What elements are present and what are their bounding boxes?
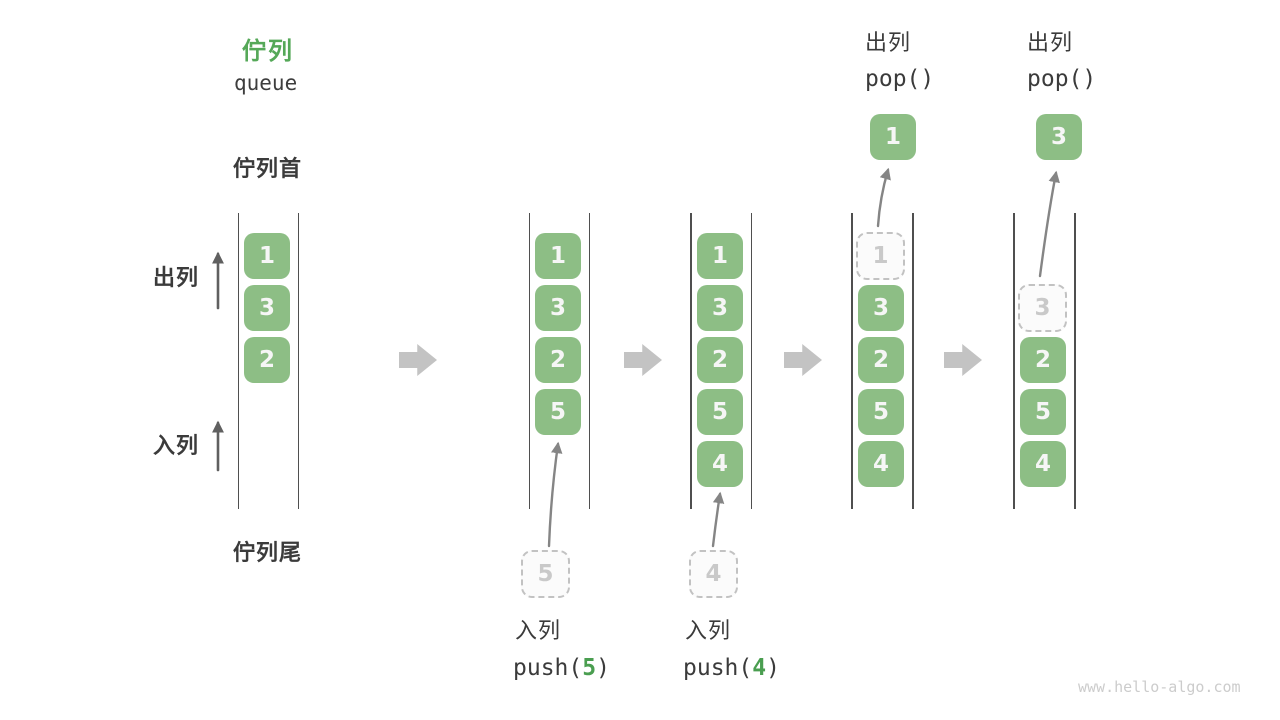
step-arrow-icon — [624, 344, 662, 376]
channel-wall — [690, 213, 692, 509]
step-arrow-icon — [944, 344, 982, 376]
code-close: ) — [596, 655, 610, 681]
push4-arrow-icon — [711, 491, 725, 548]
queue-cell: 2 — [1020, 337, 1066, 383]
channel-wall — [237, 213, 239, 509]
queue-cell: 5 — [697, 389, 743, 435]
enqueue-op-label: 入列 — [685, 618, 732, 643]
popped-cell: 1 — [870, 114, 916, 160]
channel-wall — [750, 213, 752, 509]
popped-cell: 3 — [1036, 114, 1082, 160]
code-arg: 5 — [582, 655, 597, 681]
pop3-arrow-icon — [1038, 170, 1060, 278]
queue-cell: 3 — [244, 285, 290, 331]
queue-rear-label: 佇列尾 — [233, 540, 303, 565]
step-arrow-icon — [399, 344, 437, 376]
queue-cell: 5 — [535, 389, 581, 435]
queue-cell: 1 — [244, 233, 290, 279]
code-arg: 4 — [752, 655, 767, 681]
push5-arrow-icon — [547, 441, 563, 548]
queue-cell: 4 — [1020, 441, 1066, 487]
dequeue-op-code: pop() — [1027, 66, 1097, 92]
queue-cell: 3 — [697, 285, 743, 331]
pop1-arrow-icon — [876, 167, 891, 228]
page-title: 佇列 — [242, 38, 294, 65]
queue-cell: 1 — [535, 233, 581, 279]
watermark: www.hello-algo.com — [1078, 678, 1241, 696]
queue-cell: 1 — [697, 233, 743, 279]
queue-cell: 4 — [697, 441, 743, 487]
channel-wall — [1013, 213, 1015, 509]
channel-wall — [1074, 213, 1076, 509]
dequeue-op-code: pop() — [865, 66, 935, 92]
queue-cell-ghost: 1 — [856, 232, 905, 280]
incoming-cell-ghost: 5 — [521, 550, 570, 598]
enqueue-op-code: push(5) — [513, 655, 610, 681]
queue-cell: 2 — [697, 337, 743, 383]
dequeue-side-label: 出列 — [153, 265, 200, 290]
queue-cell-ghost: 3 — [1018, 284, 1067, 332]
dequeue-op-label: 出列 — [865, 30, 912, 55]
channel-wall — [912, 213, 914, 509]
page-subtitle: queue — [234, 71, 298, 95]
code-fn: push( — [683, 655, 753, 681]
enqueue-side-label: 入列 — [153, 433, 200, 458]
code-close: ) — [766, 655, 780, 681]
queue-cell: 2 — [535, 337, 581, 383]
enqueue-op-code: push(4) — [683, 655, 780, 681]
queue-cell: 2 — [244, 337, 290, 383]
dequeue-op-label: 出列 — [1027, 30, 1074, 55]
channel-wall — [528, 213, 530, 509]
channel-wall — [588, 213, 590, 509]
queue-cell: 2 — [858, 337, 904, 383]
queue-front-label: 佇列首 — [233, 156, 303, 181]
channel-wall — [851, 213, 853, 509]
queue-cell: 5 — [858, 389, 904, 435]
channel-wall — [297, 213, 299, 509]
enqueue-op-label: 入列 — [515, 618, 562, 643]
queue-cell: 3 — [535, 285, 581, 331]
step-arrow-icon — [784, 344, 822, 376]
incoming-cell-ghost: 4 — [689, 550, 738, 598]
queue-cell: 4 — [858, 441, 904, 487]
queue-cell: 5 — [1020, 389, 1066, 435]
code-fn: push( — [513, 655, 583, 681]
queue-cell: 3 — [858, 285, 904, 331]
